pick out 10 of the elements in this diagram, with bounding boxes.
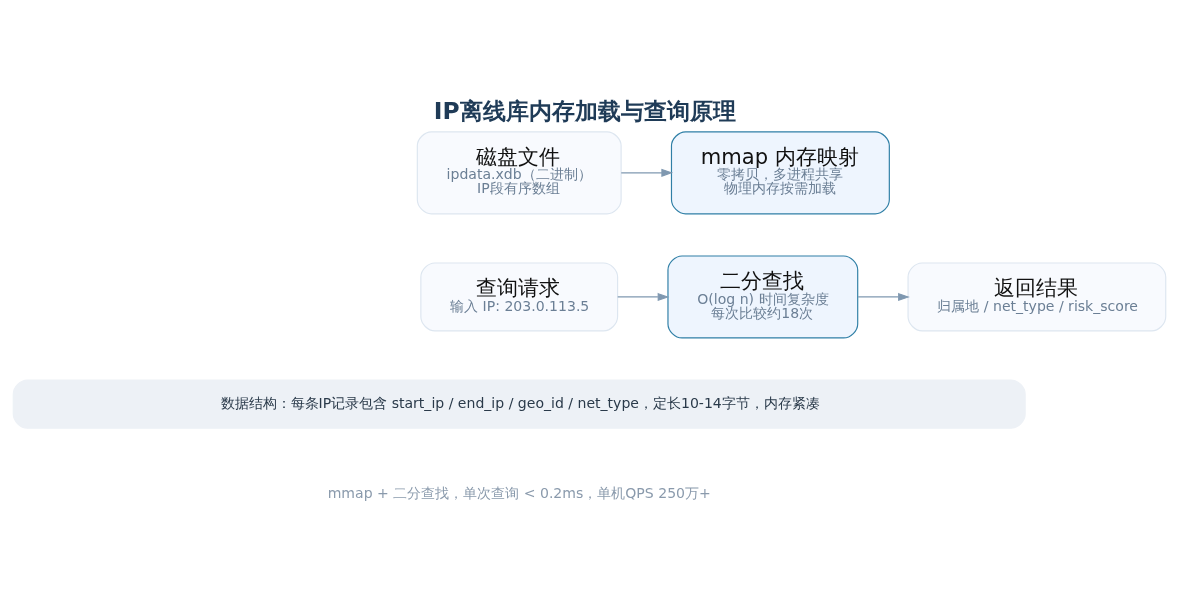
diagram-title: IP离线库内存加载与查询原理 (433, 96, 736, 125)
label: mmap + 二分查找，单次查询 < 0.2ms，单机QPS 250万+ (327, 484, 711, 501)
node-box: 磁盘文件 ipdata.xdb（二进制） IP段有序数组 (416, 130, 622, 214)
arrow (617, 292, 670, 301)
node-box: 查询请求 输入 IP: 203.0.113.5 (420, 261, 619, 331)
node-box: 二分查找 O(log n) 时间复杂度 每次比较约18次 (667, 254, 859, 339)
arrow (857, 292, 910, 301)
node-box: mmap 内存映射 零拷贝，多进程共享 物理内存按需加载 (670, 130, 890, 214)
arrow (620, 168, 674, 177)
node-box: 返回结果 归属地 / net_type / risk_score (907, 261, 1167, 331)
